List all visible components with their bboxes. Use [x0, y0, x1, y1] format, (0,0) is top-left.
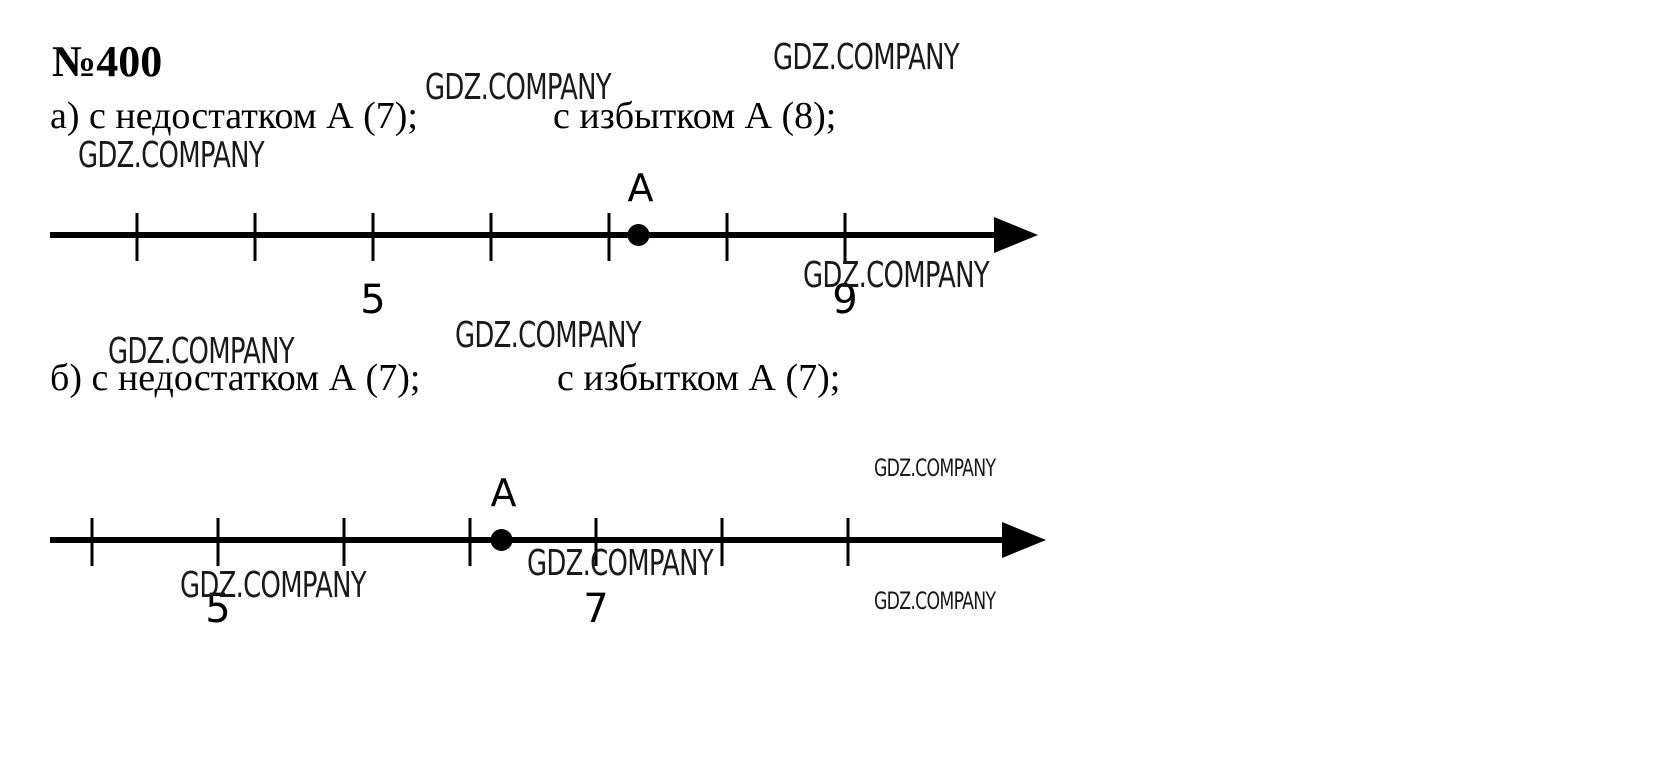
point-marker	[627, 224, 650, 246]
point-marker	[490, 529, 513, 551]
part-b-right-text: с избытком А (7);	[557, 357, 841, 399]
watermark-text: GDZ.COMPANY	[874, 454, 996, 482]
watermark-text: GDZ.COMPANY	[108, 331, 295, 372]
watermark-text: GDZ.COMPANY	[455, 315, 642, 356]
problem-number: №400	[52, 37, 163, 86]
point-label: A	[491, 471, 517, 515]
point-label: A	[628, 166, 654, 210]
watermark-text: GDZ.COMPANY	[874, 587, 996, 615]
watermark-text: GDZ.COMPANY	[773, 37, 960, 78]
tick-label: 7	[583, 586, 608, 632]
part-a-right-text: с избытком А (8);	[553, 95, 837, 137]
axis-arrow-icon	[1002, 522, 1046, 558]
part-b-left-text: б) с недостатком А (7);	[50, 357, 421, 399]
watermark-text: GDZ.COMPANY	[78, 135, 265, 176]
watermark-text: GDZ.COMPANY	[180, 565, 367, 606]
tick-label: 5	[360, 277, 385, 323]
number-line-a: 5 9 A	[50, 166, 1038, 323]
number-line-b: 5 7 A	[50, 471, 1046, 632]
part-a-left-text: а) с недостатком А (7);	[50, 95, 418, 137]
axis-arrow-icon	[994, 217, 1038, 253]
watermark-text: GDZ.COMPANY	[527, 543, 714, 584]
tick-label: 9	[832, 277, 857, 323]
watermark-text: GDZ.COMPANY	[803, 255, 990, 296]
tick-label: 5	[205, 586, 230, 632]
watermark-text: GDZ.COMPANY	[425, 67, 612, 108]
